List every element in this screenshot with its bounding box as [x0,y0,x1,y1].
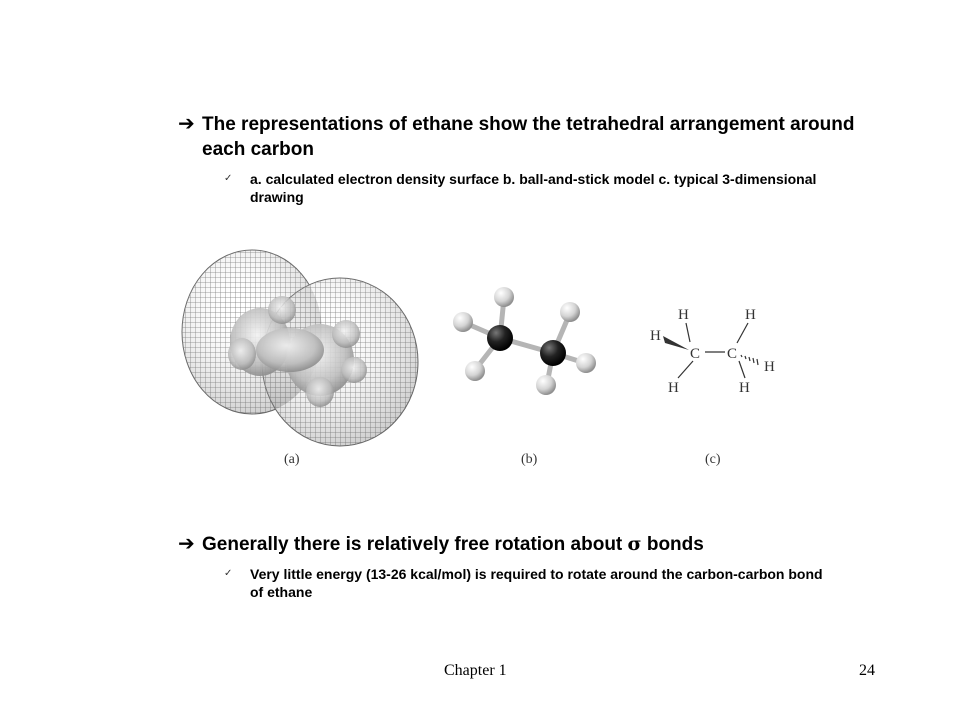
atom-h: H [668,380,679,396]
atom-c: C [727,346,737,362]
hydrogen-atom [576,353,596,373]
hydrogen-atom [536,375,556,395]
hydrogen-atom [453,312,473,332]
atom-h: H [764,359,775,375]
wedge-dash-drawing: H H H C C H H H [650,307,775,396]
atom-h: H [678,307,689,323]
main-bullet-2: ➔ Generally there is relatively free rot… [178,532,872,557]
bullet-2-suffix: bonds [641,534,704,555]
bonds [677,322,749,379]
bullet-2-prefix: Generally there is relatively free rotat… [202,534,628,555]
chapter-label: Chapter 1 [444,662,507,679]
atom-h: H [745,307,756,323]
sub-bullet-icon: ✓ [224,173,233,184]
atom-h: H [650,328,661,344]
ball-and-stick-figure [453,287,596,395]
main-bullet-1: ➔ The representations of ethane show the… [178,112,872,162]
atom-c: C [690,346,700,362]
bullet-block-1: ➔ The representations of ethane show the… [178,112,872,206]
sub-bullet-icon: ✓ [224,568,233,579]
wedge-bond [663,336,689,350]
hydrogen-atom [465,361,485,381]
caption-b: (b) [521,452,538,467]
arrow-right-icon: ➔ [178,533,195,555]
sub-bullet-2-text: Very little energy (13-26 kcal/mol) is r… [250,566,823,600]
carbon-atom [540,340,566,366]
dash-bond [740,354,759,366]
sub-bullet-1: ✓ a. calculated electron density surface… [224,170,872,206]
sub-bullet-2: ✓ Very little energy (13-26 kcal/mol) is… [224,565,872,601]
arrow-right-icon: ➔ [178,113,195,135]
caption-c: (c) [705,452,721,467]
atom-h: H [739,380,750,396]
bullet-1-text: The representations of ethane show the t… [202,114,855,160]
sigma-symbol: σ [627,533,642,555]
electron-density-figure [181,249,419,447]
density-core [228,296,367,407]
carbon-atom [487,325,513,351]
sub-bullet-1-text: a. calculated electron density surface b… [250,171,817,205]
bullet-2-text: Generally there is relatively free rotat… [202,532,872,557]
bullet-block-2: ➔ Generally there is relatively free rot… [178,532,872,601]
caption-a: (a) [284,452,300,467]
page-number: 24 [859,662,875,679]
hydrogen-atom [494,287,514,307]
hydrogen-atom [560,302,580,322]
